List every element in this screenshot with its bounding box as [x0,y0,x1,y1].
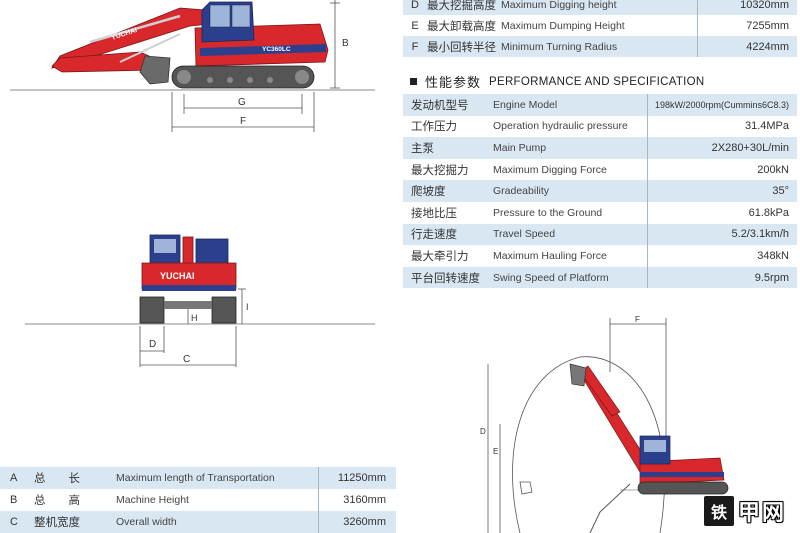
dim-en: Minimum Turning Radius [501,40,618,53]
spec-zh: 最大牵引力 [411,250,469,263]
dimension-row: A 总 长 Maximum length of Transportation 1… [0,467,396,489]
spec-row: 行走速度 Travel Speed 5.2/3.1km/h [403,223,797,246]
side-dim-g: G [238,97,246,108]
spec-value: 5.2/3.1km/h [647,223,797,246]
dim-zh: 总 长 [34,473,80,485]
top-dim-row: E 最大卸载高度 Maximum Dumping Height 7255mm [403,15,797,36]
dim-en: Machine Height [116,494,189,506]
spec-en: Maximum Hauling Force [493,249,607,262]
section-title: 性能参数 PERFORMANCE AND SPECIFICATION [410,72,705,91]
dim-en: Maximum length of Transportation [116,472,275,484]
spec-en: Travel Speed [493,228,556,241]
dim-value: 4224mm [697,36,797,57]
dimension-row: C 整机宽度 Overall width 3260mm [0,511,396,533]
spec-value: 61.8kPa [647,202,797,224]
dimension-row: B 总 高 Machine Height 3160mm [0,489,396,511]
spec-value: 348kN [647,245,797,267]
spec-value: 2X280+30L/min [647,137,797,159]
dim-en: Maximum Digging height [501,0,617,11]
working-range-drawing: F D E [480,315,729,533]
dim-zh: 最大挖掘高度 [427,0,496,12]
front-view-drawing: YUCHAI H I D C [25,234,375,367]
spec-zh: 主泵 [411,142,434,155]
side-view-drawing: YC360LC YUCHAI G F B [10,0,375,132]
side-dim-b: B [342,38,349,49]
spec-zh: 工作压力 [411,121,457,134]
spec-en: Engine Model [493,98,558,111]
dim-zh: 最小回转半径 [427,41,496,54]
dim-letter: C [10,516,18,528]
front-dim-i: I [246,302,249,312]
spec-value: 35° [647,180,797,202]
spec-en: Gradeability [493,185,550,198]
dim-letter: E [411,19,419,32]
work-dim-f: F [635,315,640,324]
spec-zh: 行走速度 [411,229,457,242]
watermark-logo-icon: 铁 [703,496,734,526]
front-brand-label: YUCHAI [160,271,195,281]
dim-letter: F [411,40,419,53]
spec-zh: 发动机型号 [411,99,469,112]
spec-row: 接地比压 Pressure to the Ground 61.8kPa [403,202,797,224]
dim-value: 3260mm [318,511,396,533]
spec-zh: 接地比压 [411,207,457,220]
front-dim-h: H [191,313,198,323]
square-bullet-icon [410,78,417,85]
front-dim-c: C [183,354,190,365]
side-dim-f: F [240,116,246,127]
dim-en: Maximum Dumping Height [501,19,625,32]
spec-en: Swing Speed of Platform [493,271,609,284]
side-model-label: YC360LC [262,46,291,53]
spec-zh: 平台回转速度 [411,272,480,285]
top-dim-row: F 最小回转半径 Minimum Turning Radius 4224mm [403,36,797,57]
spec-value: 198kW/2000rpm(Cummins6C8.3) [647,94,797,116]
spec-row: 最大挖掘力 Maximum Digging Force 200kN [403,158,797,181]
spec-zh: 最大挖掘力 [411,164,469,177]
spec-row: 发动机型号 Engine Model 198kW/2000rpm(Cummins… [403,94,797,116]
spec-en: Maximum Digging Force [493,163,607,176]
top-dim-row: D 最大挖掘高度 Maximum Digging height 10320mm [403,0,797,15]
dim-value: 11250mm [318,467,396,489]
dim-zh: 整机宽度 [34,517,80,529]
spec-en: Pressure to the Ground [493,206,603,219]
work-dim-d: D [480,427,486,436]
dim-en: Overall width [116,516,177,528]
dim-zh: 总 高 [34,495,80,507]
spec-value: 200kN [647,158,797,181]
section-title-zh: 性能参数 [425,75,482,90]
work-dim-e: E [493,447,498,456]
dim-zh: 最大卸载高度 [427,20,496,33]
dim-value: 7255mm [697,15,797,36]
spec-row: 工作压力 Operation hydraulic pressure 31.4MP… [403,115,797,138]
spec-value: 31.4MPa [647,115,797,138]
dim-value: 3160mm [318,489,396,511]
dim-letter: B [10,494,18,506]
spec-en: Operation hydraulic pressure [493,120,628,133]
spec-value: 9.5rpm [647,266,797,289]
dim-letter: D [411,0,419,11]
watermark-text: 甲网 [737,500,786,525]
section-title-en: PERFORMANCE AND SPECIFICATION [489,75,705,88]
front-dim-d: D [149,339,156,350]
dim-value: 10320mm [697,0,797,15]
site-watermark: 铁 甲网 [703,495,786,527]
spec-row: 主泵 Main Pump 2X280+30L/min [403,137,797,159]
spec-row: 平台回转速度 Swing Speed of Platform 9.5rpm [403,266,797,289]
spec-en: Main Pump [493,141,547,154]
dim-letter: A [10,472,18,484]
spec-row: 爬坡度 Gradeability 35° [403,180,797,202]
spec-row: 最大牵引力 Maximum Hauling Force 348kN [403,245,797,267]
spec-zh: 爬坡度 [411,186,446,199]
